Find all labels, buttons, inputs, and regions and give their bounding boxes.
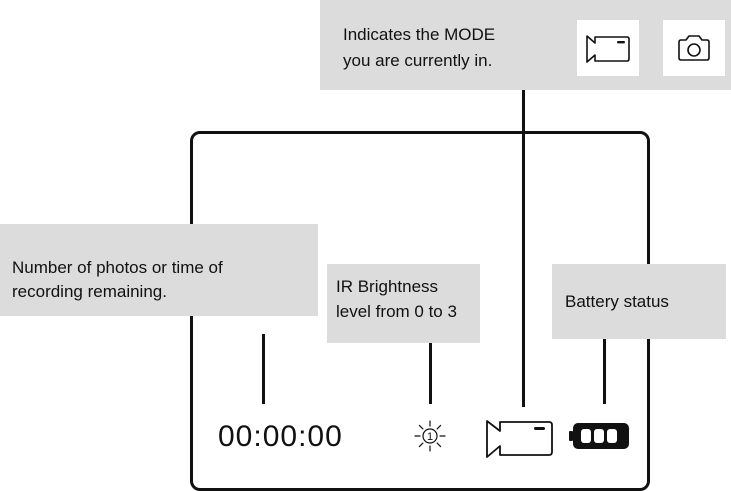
remaining-counter: 00:00:00	[218, 420, 343, 453]
ir-leader-line	[429, 343, 432, 404]
remaining-callout-line-1: Number of photos or time of	[12, 258, 223, 277]
photo-mode-icon-box	[663, 20, 725, 76]
mode-callout: Indicates the MODE you are currently in.	[320, 0, 731, 90]
ir-level-digit: 1	[427, 431, 433, 443]
remaining-leader-line	[262, 334, 265, 404]
mode-leader-line	[522, 90, 525, 407]
battery-callout-text: Battery status	[565, 292, 669, 311]
battery-full-icon	[569, 423, 629, 449]
video-mode-icon-box	[577, 20, 639, 76]
ir-callout-line-2: level from 0 to 3	[336, 302, 457, 321]
ir-brightness-icon: 1	[414, 420, 446, 452]
battery-callout: Battery status	[552, 264, 726, 339]
mode-callout-line-1: Indicates the MODE	[343, 25, 496, 44]
remaining-callout: Number of photos or time of recording re…	[0, 224, 318, 316]
ir-callout-line-1: IR Brightness	[336, 277, 439, 296]
battery-leader-line	[603, 339, 606, 404]
ir-brightness-callout: IR Brightness level from 0 to 3	[327, 264, 480, 343]
current-mode-video-icon	[486, 420, 553, 458]
video-camera-icon	[586, 35, 630, 63]
photo-camera-icon	[678, 35, 710, 61]
mode-callout-line-2: you are currently in.	[343, 51, 493, 70]
remaining-callout-line-2: recording remaining.	[12, 282, 167, 301]
